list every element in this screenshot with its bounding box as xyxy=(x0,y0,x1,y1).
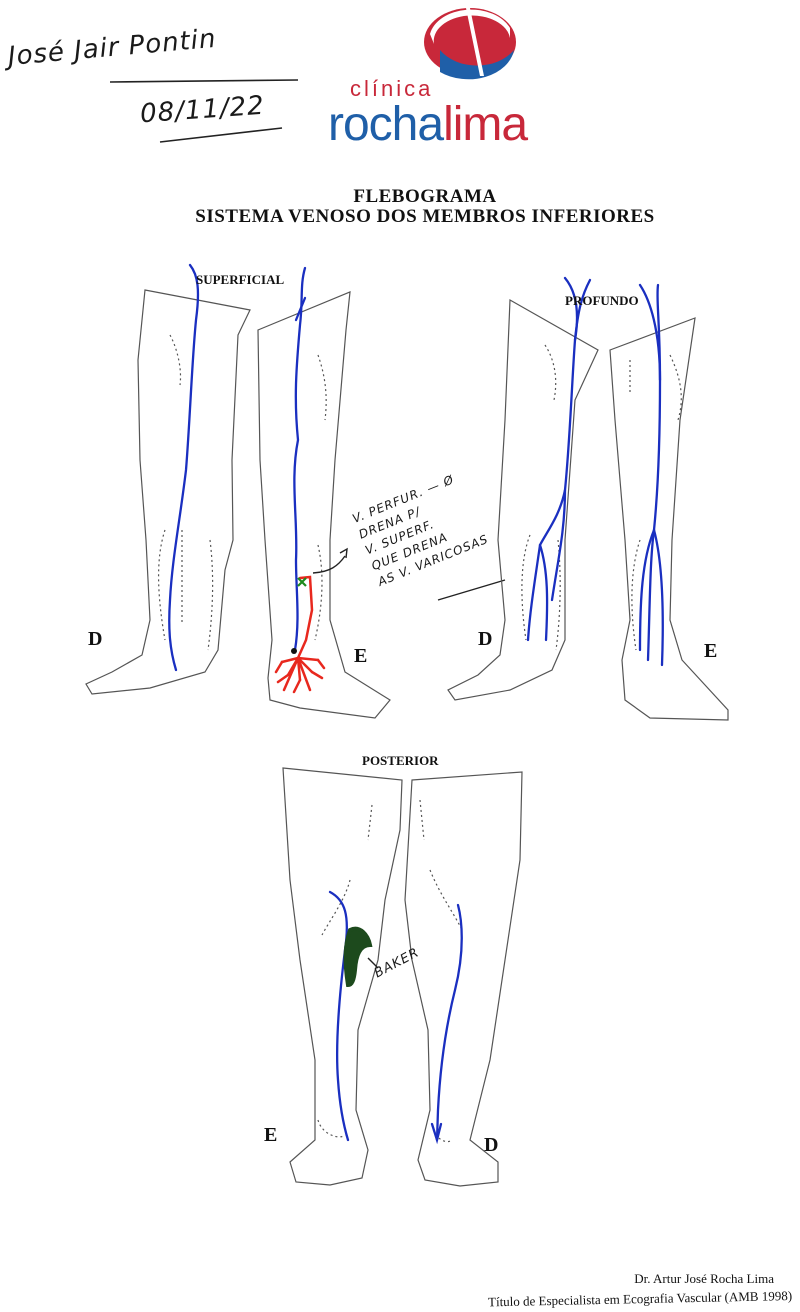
baker-cyst xyxy=(343,926,373,988)
posterior-veins xyxy=(328,890,463,1145)
page-title: FLEBOGRAMA xyxy=(353,186,497,207)
side-label-post-right: D xyxy=(484,1134,499,1156)
side-label-sup-right: D xyxy=(88,628,103,650)
section-superficial: SUPERFICIAL xyxy=(196,272,285,287)
leg-profundo-right xyxy=(447,298,599,701)
varicose-veins xyxy=(274,575,326,694)
clinic-logo-lima: lima xyxy=(443,98,528,151)
doctor-name: Dr. Artur José Rocha Lima xyxy=(634,1271,774,1286)
svg-text:rochalima: rochalima xyxy=(328,98,528,151)
leg-superficial-right xyxy=(85,289,251,695)
side-label-prof-left: E xyxy=(704,640,718,662)
side-label-prof-right: D xyxy=(478,628,493,650)
signature-underlines xyxy=(109,79,299,143)
annotation-arrow xyxy=(312,555,346,574)
section-posterior: POSTERIOR xyxy=(362,753,439,768)
clinic-logo-mark xyxy=(424,8,516,80)
clinic-logo: clínica rochalima xyxy=(328,8,529,151)
section-profundo: PROFUNDO xyxy=(565,293,639,308)
leg-profundo-left xyxy=(609,317,729,721)
baker-arrow xyxy=(367,957,379,969)
side-label-post-left: E xyxy=(264,1124,278,1146)
annotation-underline xyxy=(437,579,506,601)
deep-veins xyxy=(526,276,664,667)
leg-posterior-right xyxy=(404,771,523,1187)
perforator-marker xyxy=(297,577,307,587)
leg-superficial-left xyxy=(257,291,391,719)
page-subtitle: SISTEMA VENOSO DOS MEMBROS INFERIORES xyxy=(195,206,655,227)
superficial-veins xyxy=(168,263,307,672)
clinic-logo-rocha: rocha xyxy=(328,98,444,151)
vein-junction-dot xyxy=(291,648,297,654)
clinic-logo-small: clínica xyxy=(350,76,433,101)
leg-posterior-left xyxy=(282,767,403,1186)
side-label-sup-left: E xyxy=(354,645,368,667)
